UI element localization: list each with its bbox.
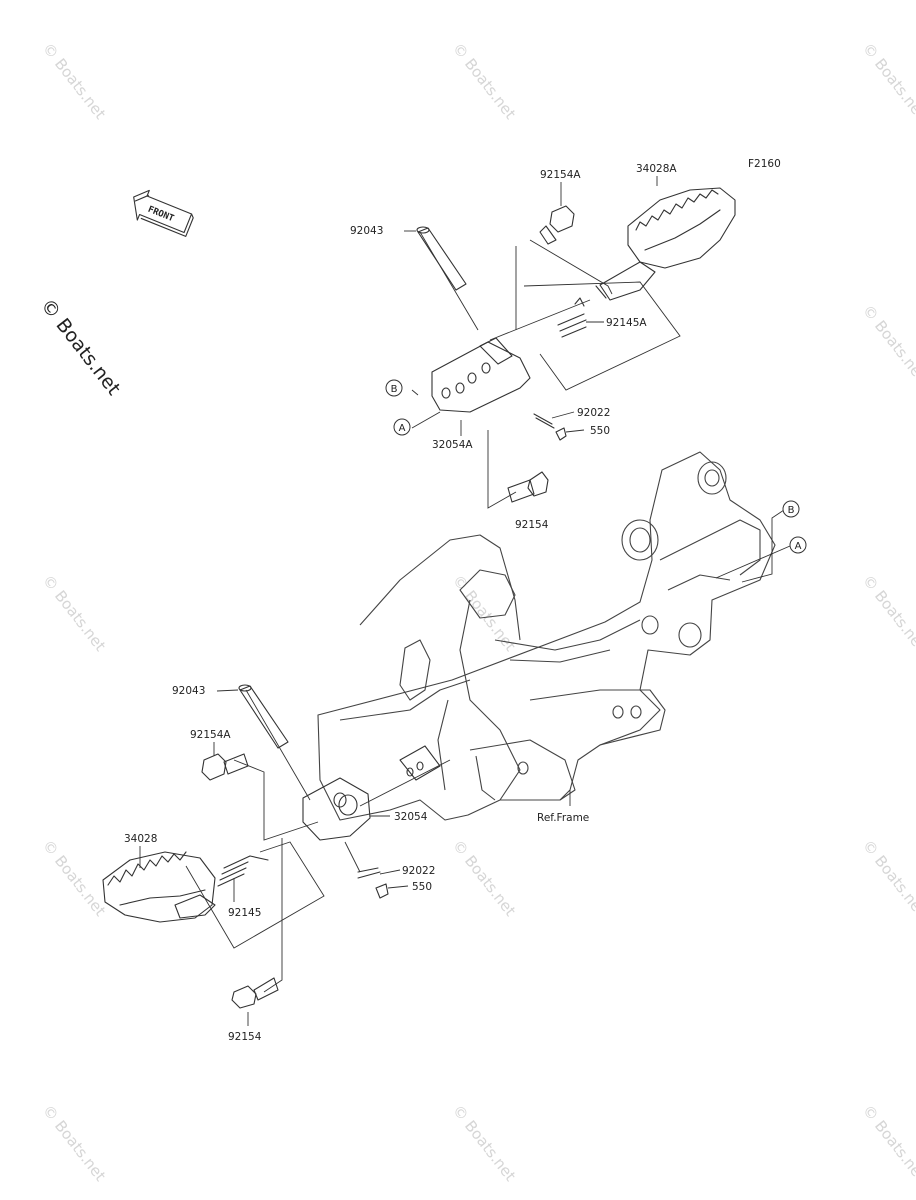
label-92022-top: 92022: [577, 407, 610, 419]
spring-92145: [217, 855, 269, 887]
label-550-bottom: 550: [412, 881, 432, 893]
label-92154A-top: 92154A: [540, 169, 581, 181]
label-92154-mid: 92154: [515, 519, 549, 531]
svg-text:A: A: [399, 423, 406, 434]
watermark-layer: © Boats.net © Boats.net © Boats.net © Bo…: [39, 39, 916, 1184]
leader-550-bottom: [387, 885, 409, 889]
callout-a-right: A: [789, 536, 807, 554]
watermark: © Boats.net: [449, 39, 520, 122]
leaders-bottom: [139, 689, 571, 993]
leader-92022-top: [551, 411, 575, 419]
watermark: © Boats.net: [449, 1101, 520, 1184]
callout-a-left: A: [393, 418, 411, 436]
label-92145A: 92145A: [606, 317, 647, 329]
label-34028: 34028: [124, 833, 157, 845]
leader-92022-bottom: [379, 869, 401, 875]
watermark: © Boats.net: [449, 836, 520, 919]
label-ref-frame: Ref.Frame: [537, 812, 589, 824]
watermark: © Boats.net: [39, 571, 110, 654]
label-92043-bottom: 92043: [172, 685, 205, 697]
watermark: © Boats.net: [39, 39, 110, 122]
watermark: © Boats.net: [859, 39, 916, 122]
label-32054: 32054: [394, 811, 428, 823]
svg-text:B: B: [788, 505, 795, 516]
label-92154A-bottom: 92154A: [190, 729, 231, 741]
label-92145: 92145: [228, 907, 261, 919]
watermark: © Boats.net: [859, 836, 916, 919]
washer-550-top: [555, 427, 567, 441]
spring-92145A: [557, 297, 587, 338]
bracket-32054A: [431, 337, 531, 413]
label-550-top: 550: [590, 425, 610, 437]
leaders-top: [411, 231, 681, 509]
label-92043-top: 92043: [350, 225, 383, 237]
bolt-92154-bottom: [231, 977, 279, 1009]
label-92022-bottom: 92022: [402, 865, 435, 877]
leader-92043-bottom: [216, 689, 239, 692]
bolt-92154A-bottom: [201, 753, 249, 781]
svg-text:A: A: [795, 541, 802, 552]
diagram-code: F2160: [748, 158, 781, 170]
bolt-92154-mid: [507, 471, 549, 503]
label-34028A: 34028A: [636, 163, 677, 175]
watermark: © Boats.net: [859, 1101, 916, 1184]
footpeg-34028A: [595, 187, 736, 301]
callout-b-left: B: [385, 379, 403, 397]
frame-illustration: [317, 451, 776, 821]
bolt-92154A-top: [539, 205, 575, 245]
leader-550-top: [565, 429, 585, 433]
watermark: © Boats.net: [859, 571, 916, 654]
footpeg-34028: [102, 851, 216, 923]
cotter-pin-92022-bottom: [357, 867, 381, 879]
watermark: © Boats.net: [39, 1101, 110, 1184]
watermark: © Boats.net: [859, 301, 916, 384]
front-label: FRONT: [146, 205, 175, 225]
bracket-32054: [302, 745, 441, 841]
cotter-pin-92022-top: [533, 413, 555, 429]
watermark: © Boats.net: [39, 836, 110, 919]
watermark-large: © Boats.net: [36, 295, 125, 400]
callout-b-right: B: [782, 500, 800, 518]
svg-text:B: B: [391, 384, 398, 395]
front-arrow-icon: FRONT: [133, 189, 194, 237]
leader-callout-b-right: [741, 509, 785, 583]
pin-92043-bottom: [238, 684, 289, 749]
pin-92043-top: [416, 226, 467, 291]
label-92154-bottom: 92154: [228, 1031, 262, 1043]
leader-callout-a-right: [715, 545, 791, 579]
label-32054A: 32054A: [432, 439, 473, 451]
washer-550-bottom: [375, 883, 389, 899]
